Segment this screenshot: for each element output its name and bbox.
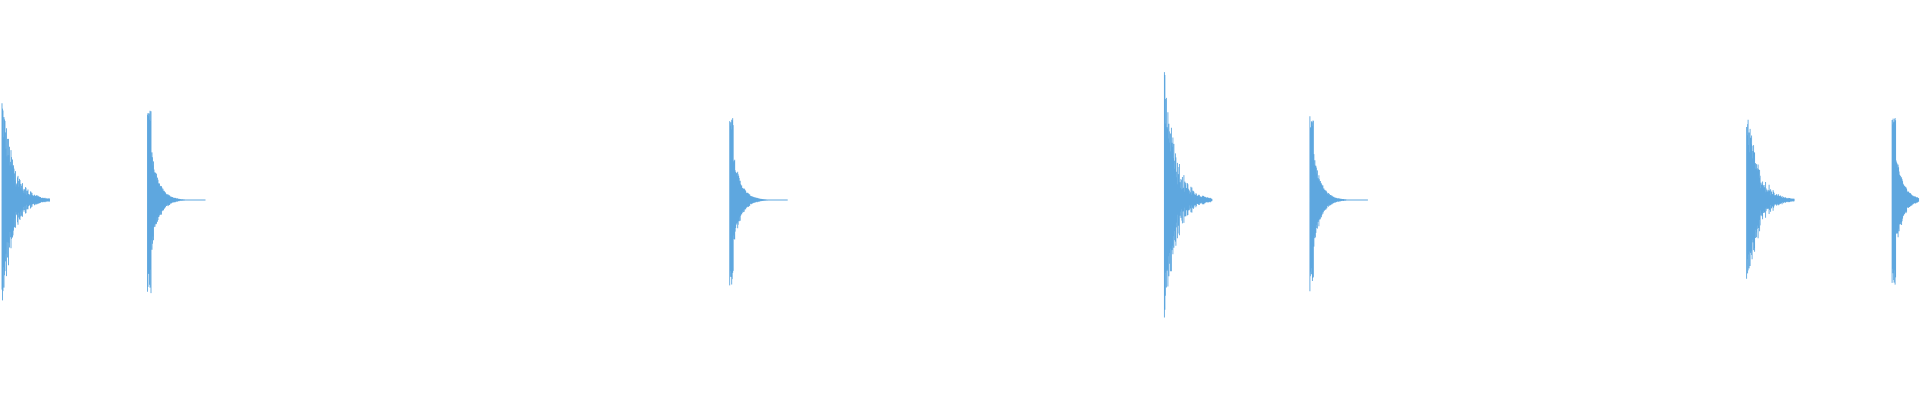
waveform-hit <box>1746 119 1795 279</box>
waveform-hit <box>1891 118 1920 285</box>
waveform-hit <box>1309 116 1368 292</box>
waveform-hit <box>729 118 788 286</box>
waveform-hit <box>147 110 206 294</box>
waveform-hit <box>1163 72 1213 318</box>
waveform-hit <box>1 103 50 301</box>
